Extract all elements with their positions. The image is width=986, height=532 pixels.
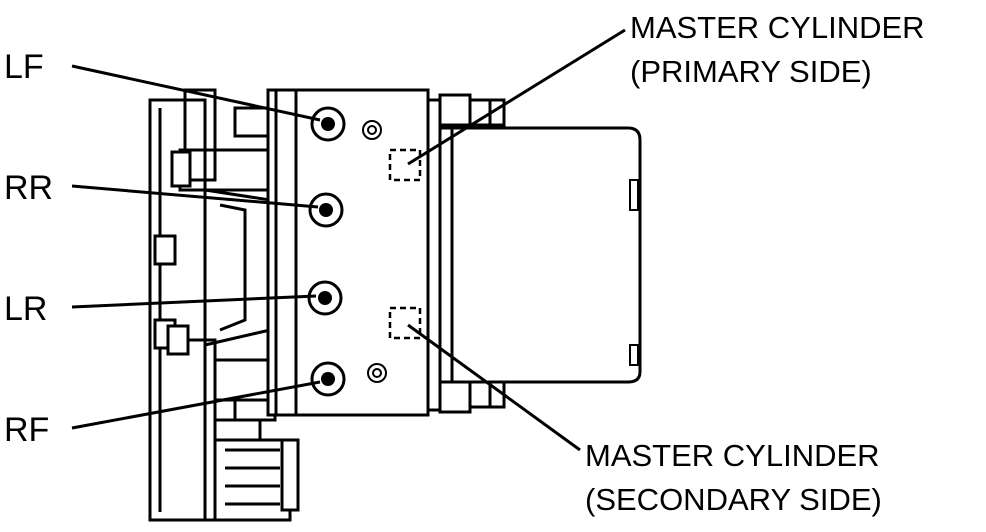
mounting-bolt-upper	[362, 120, 382, 140]
leader-secondary	[407, 323, 581, 452]
control-unit-cover	[438, 126, 642, 384]
leader-primary	[407, 28, 626, 166]
label-lr: LR	[4, 290, 47, 328]
label-rr: RR	[4, 169, 53, 207]
leader-rr	[71, 184, 319, 209]
label-rf: RF	[4, 411, 49, 449]
secondary-port-outline	[388, 306, 422, 340]
leader-lf	[71, 64, 321, 122]
label-lf: LF	[4, 48, 44, 86]
leader-rf	[71, 380, 321, 430]
leader-lines	[71, 28, 626, 452]
brake-port-rr	[308, 192, 344, 228]
callout-primary-line2: (PRIMARY SIDE)	[630, 54, 872, 89]
bottom-fitting	[438, 380, 506, 414]
callout-secondary-line2: (SECONDARY SIDE)	[585, 482, 882, 517]
hydraulic-block	[266, 88, 442, 417]
callout-primary-line1: MASTER CYLINDER	[630, 10, 925, 45]
brake-port-lf	[310, 106, 346, 142]
mounting-bolt-lower	[367, 363, 387, 383]
callout-secondary-line1: MASTER CYLINDER	[585, 438, 880, 473]
brake-port-lr	[307, 280, 343, 316]
primary-port-outline	[388, 148, 422, 182]
leader-lr	[71, 294, 317, 309]
brake-port-rf	[310, 361, 346, 397]
